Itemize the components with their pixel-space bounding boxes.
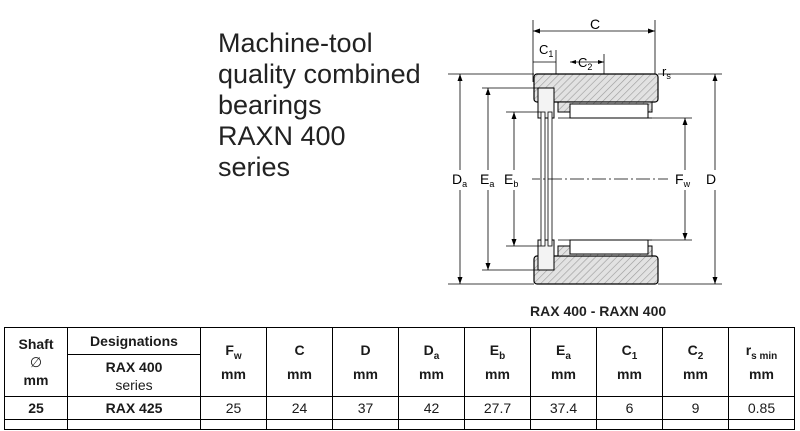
cell-designation: RAX 425 [67, 396, 201, 420]
dim-ea-label: Ea [480, 171, 494, 189]
page-title: Machine-tool quality combined bearings R… [218, 28, 421, 182]
cell-rs-min: 0.85 [728, 396, 795, 420]
cell-c2: 9 [662, 396, 729, 420]
bearing-cross-section-drawing: C C1 C2 rs Da [448, 16, 728, 285]
dim-c2-label: C2 [578, 55, 592, 72]
dim-c-label: C [590, 16, 600, 32]
dim-d-label: D [706, 171, 716, 187]
series-header: RAX 400 series [67, 354, 201, 397]
table-row: 25 RAX 425 25 24 37 42 27.7 37.4 6 9 0.8… [4, 396, 795, 420]
cell-eb: 27.7 [464, 396, 531, 420]
table-row-partial [4, 419, 795, 430]
shaft-header: Shaft ∅ mm [4, 327, 68, 397]
cell-shaft: 25 [4, 396, 68, 420]
cell-c1: 6 [596, 396, 663, 420]
cell-da: 42 [398, 396, 465, 420]
dim-c1-label: C1 [539, 42, 553, 59]
cell-d: 37 [332, 396, 399, 420]
dim-rs-label: rs [662, 64, 671, 81]
dim-da-label: Da [452, 171, 467, 189]
dim-eb-label: Eb [504, 171, 518, 189]
dim-fw-label: Fw [675, 171, 691, 189]
cell-c: 24 [266, 396, 333, 420]
cell-fw: 25 [200, 396, 267, 420]
designations-header: Designations [67, 327, 201, 355]
drawing-caption: RAX 400 - RAXN 400 [530, 303, 667, 319]
cell-ea: 37.4 [530, 396, 597, 420]
